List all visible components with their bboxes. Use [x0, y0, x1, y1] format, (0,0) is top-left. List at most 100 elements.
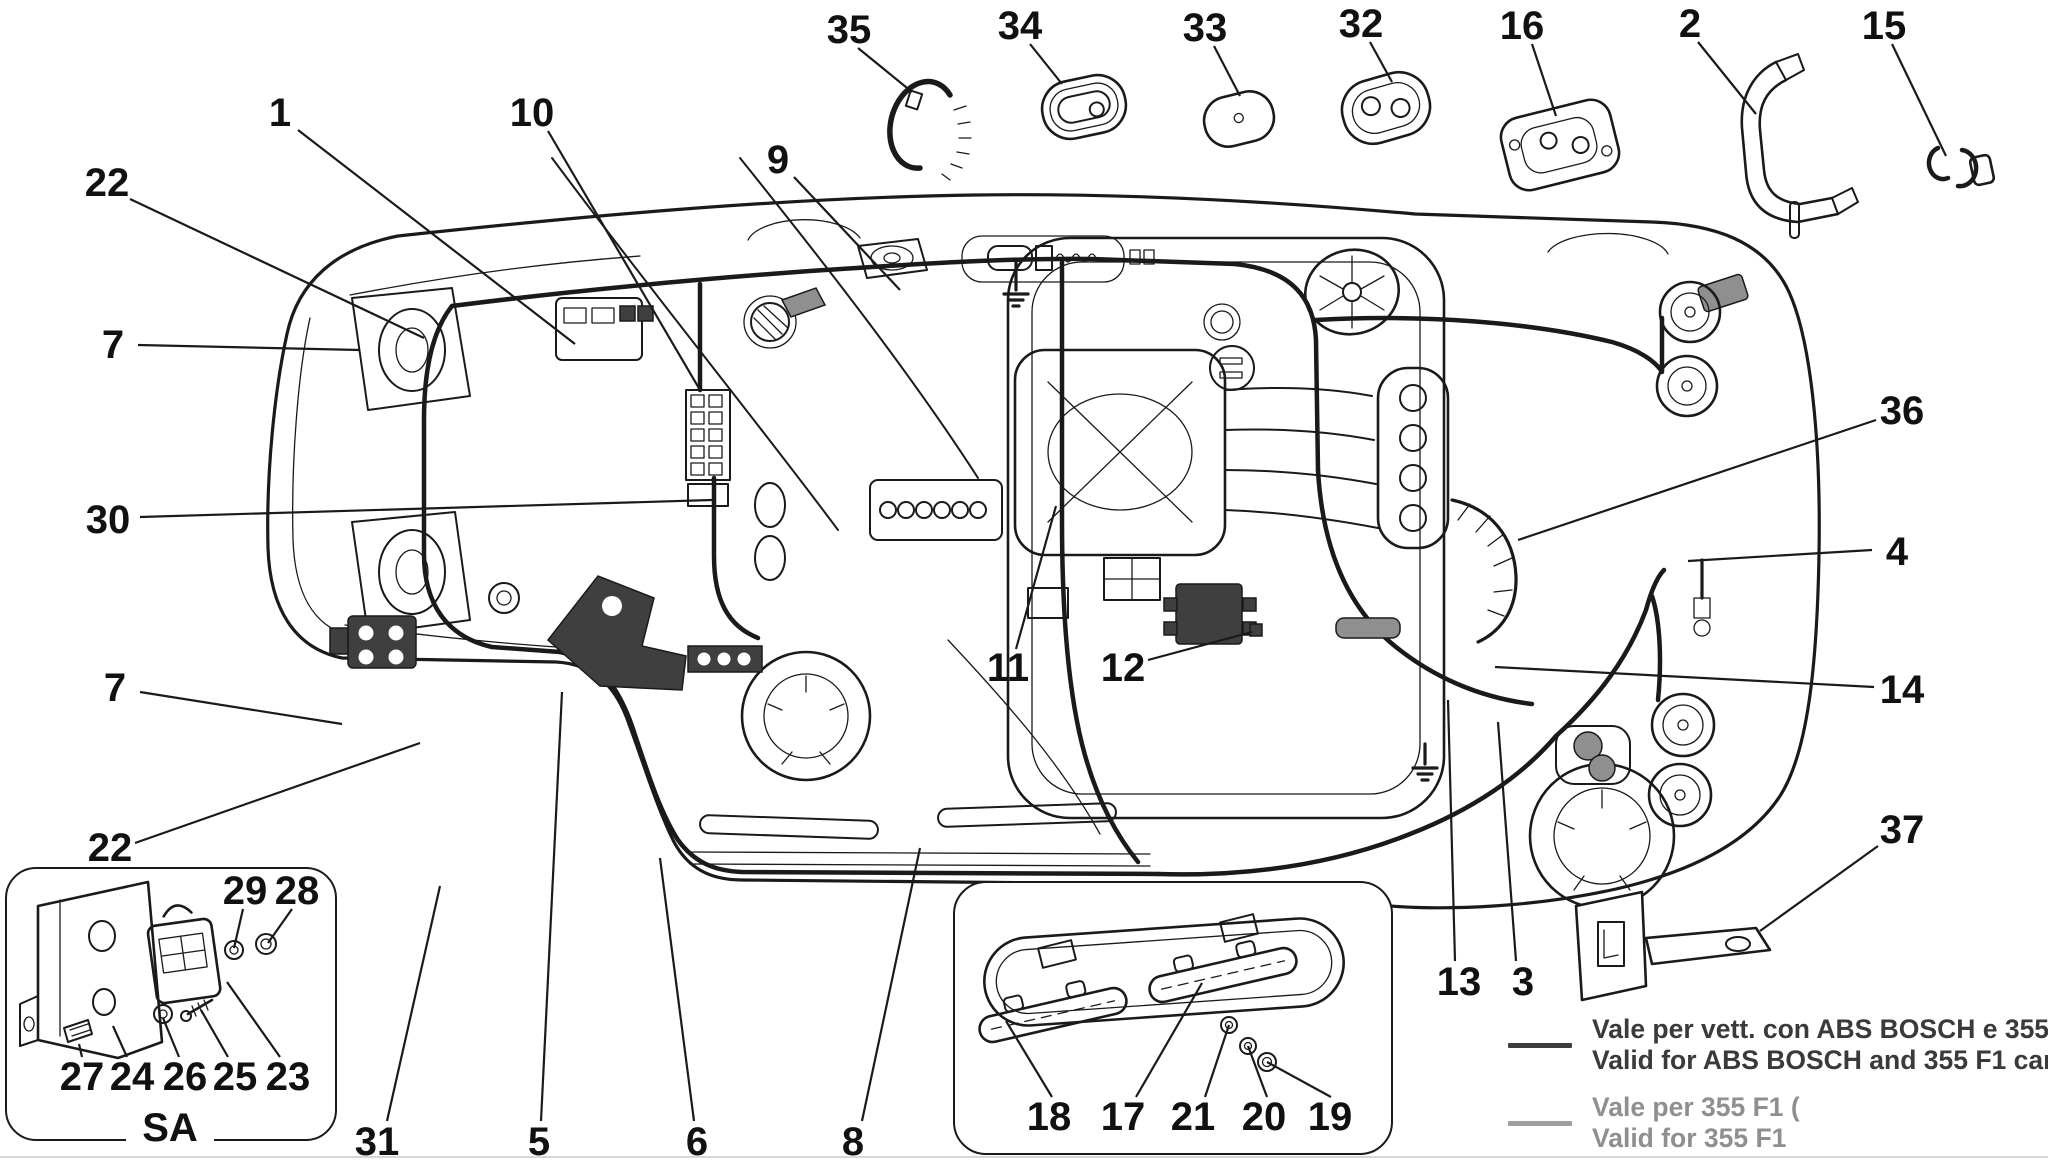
callout-leader-8 [860, 847, 922, 1122]
callout-leader-21 [1203, 1024, 1231, 1098]
callout-label-9: 9 [767, 138, 789, 182]
callout-label-5: 5 [528, 1120, 550, 1160]
sa-hardware [63, 933, 277, 1043]
callout-label-25: 25 [213, 1055, 258, 1099]
sa-relay [146, 904, 222, 1005]
windshield-pillar-right [739, 157, 979, 479]
relay-boxes-mid [1027, 557, 1161, 619]
callout-leader-37 [1759, 845, 1879, 932]
callout-leader-4 [1687, 548, 1873, 563]
callout-leader-35 [857, 47, 913, 93]
ignition-coil-rail [869, 479, 1003, 541]
inset-sa-box [5, 867, 337, 1150]
callout-label-36: 36 [1880, 389, 1925, 433]
callout-label-8: 8 [842, 1120, 864, 1160]
part-2-hook-bracket [1740, 53, 1859, 239]
blower-motors [754, 482, 786, 581]
callout-leader-9 [793, 176, 901, 291]
legend: Vale per vett. con ABS BOSCH e 355 F1 ( … [1508, 1014, 2048, 1160]
callout-leader-33 [1213, 45, 1241, 97]
headlight-left-top [351, 287, 471, 411]
callout-leader-19 [1266, 1061, 1332, 1098]
callout-label-11: 11 [987, 646, 1029, 690]
callout-label-16: 16 [1500, 4, 1545, 48]
part-33-pad [1202, 90, 1276, 148]
wiring-harness [421, 256, 1704, 877]
callout-leader-30 [139, 498, 713, 519]
callout-label-3: 3 [1512, 960, 1534, 1004]
callout-leader-1 [297, 129, 576, 345]
headlight-left-bottom [351, 511, 471, 635]
radiator-fan [1303, 248, 1401, 336]
legend-355-f1-italian: Vale per 355 F1 ( [1592, 1092, 1800, 1122]
antenna-base [1203, 303, 1241, 341]
callout-label-15: 15 [1862, 4, 1907, 48]
front-relay-bracket [555, 297, 654, 361]
legend-abs-bosch-english: Valid for ABS BOSCH and 355 F1 cars [1592, 1045, 2048, 1075]
wheels [740, 219, 1676, 910]
callout-leader-23 [226, 981, 281, 1058]
callout-leader-34 [1029, 43, 1063, 85]
callout-label-30: 30 [86, 498, 131, 542]
sa-label-backplate [126, 1104, 214, 1150]
callout-label-18: 18 [1027, 1095, 1072, 1139]
callout-leader-10 [547, 130, 701, 391]
callout-leader-26 [161, 1017, 181, 1058]
callout-label-37: 37 [1880, 808, 1925, 852]
callout-leader-6 [658, 857, 696, 1122]
callout-leader-27 [77, 1043, 84, 1058]
callout-label-20: 20 [1242, 1095, 1287, 1139]
cable-rail-right [1148, 940, 1298, 1004]
callout-label-19: 19 [1308, 1095, 1353, 1139]
callout-label-7: 7 [102, 323, 124, 367]
legend-swatch-gray [1508, 1120, 1572, 1126]
legend-355-f1-english: Valid for 355 F1 [1592, 1123, 1787, 1153]
callout-label-21: 21 [1171, 1095, 1216, 1139]
front-wheel [740, 650, 872, 782]
engine-lid-frame [1006, 236, 1446, 820]
callout-label-24: 24 [110, 1055, 155, 1099]
corrugated-hose [1450, 498, 1518, 644]
valve-cover [1376, 366, 1450, 550]
callout-leaders [77, 41, 1947, 1122]
callout-label-7: 7 [104, 666, 126, 710]
inset-rails-box [953, 881, 1393, 1155]
callout-label-35: 35 [827, 8, 872, 52]
callout-leader-22 [129, 198, 425, 339]
callout-leader-2 [1697, 41, 1757, 115]
callout-leader-3 [1496, 721, 1518, 962]
callout-leader-5 [539, 691, 564, 1122]
callout-label-22: 22 [88, 826, 133, 870]
callout-label-34: 34 [998, 4, 1043, 48]
callout-label-28: 28 [275, 869, 320, 913]
callout-label-29: 29 [223, 869, 268, 913]
callout-leader-31 [385, 885, 442, 1122]
callout-label-6: 6 [686, 1120, 708, 1160]
legend-item-abs-bosch: Vale per vett. con ABS BOSCH e 355 F1 ( … [1508, 1014, 2048, 1076]
cable-rail-left [978, 980, 1128, 1044]
fuse-relay-column [685, 389, 731, 507]
callout-leader-24 [111, 1025, 129, 1058]
callout-leader-29 [232, 908, 245, 949]
rear-gray-box [1697, 273, 1749, 313]
callout-label-13: 13 [1437, 960, 1482, 1004]
part-16-plate [1499, 98, 1621, 192]
callout-label-32: 32 [1339, 2, 1384, 46]
intake-plenum [1013, 348, 1379, 557]
callout-leader-36 [1517, 418, 1877, 542]
callout-leader-32 [1369, 41, 1393, 83]
alternator-relay-box [329, 615, 417, 669]
conduit-frame [983, 917, 1345, 1027]
ecu-box [1163, 583, 1263, 645]
horn [488, 582, 520, 614]
part-35-band-clip [887, 78, 972, 181]
part-thumbnails [887, 53, 1996, 239]
callout-label-17: 17 [1101, 1095, 1146, 1139]
callout-leader-18 [1005, 1020, 1053, 1098]
callout-leader-20 [1246, 1045, 1269, 1098]
rail-fasteners [1220, 1016, 1277, 1072]
fuel-pump-assembly [1555, 725, 1631, 785]
sill-cable-channels [699, 802, 1117, 840]
